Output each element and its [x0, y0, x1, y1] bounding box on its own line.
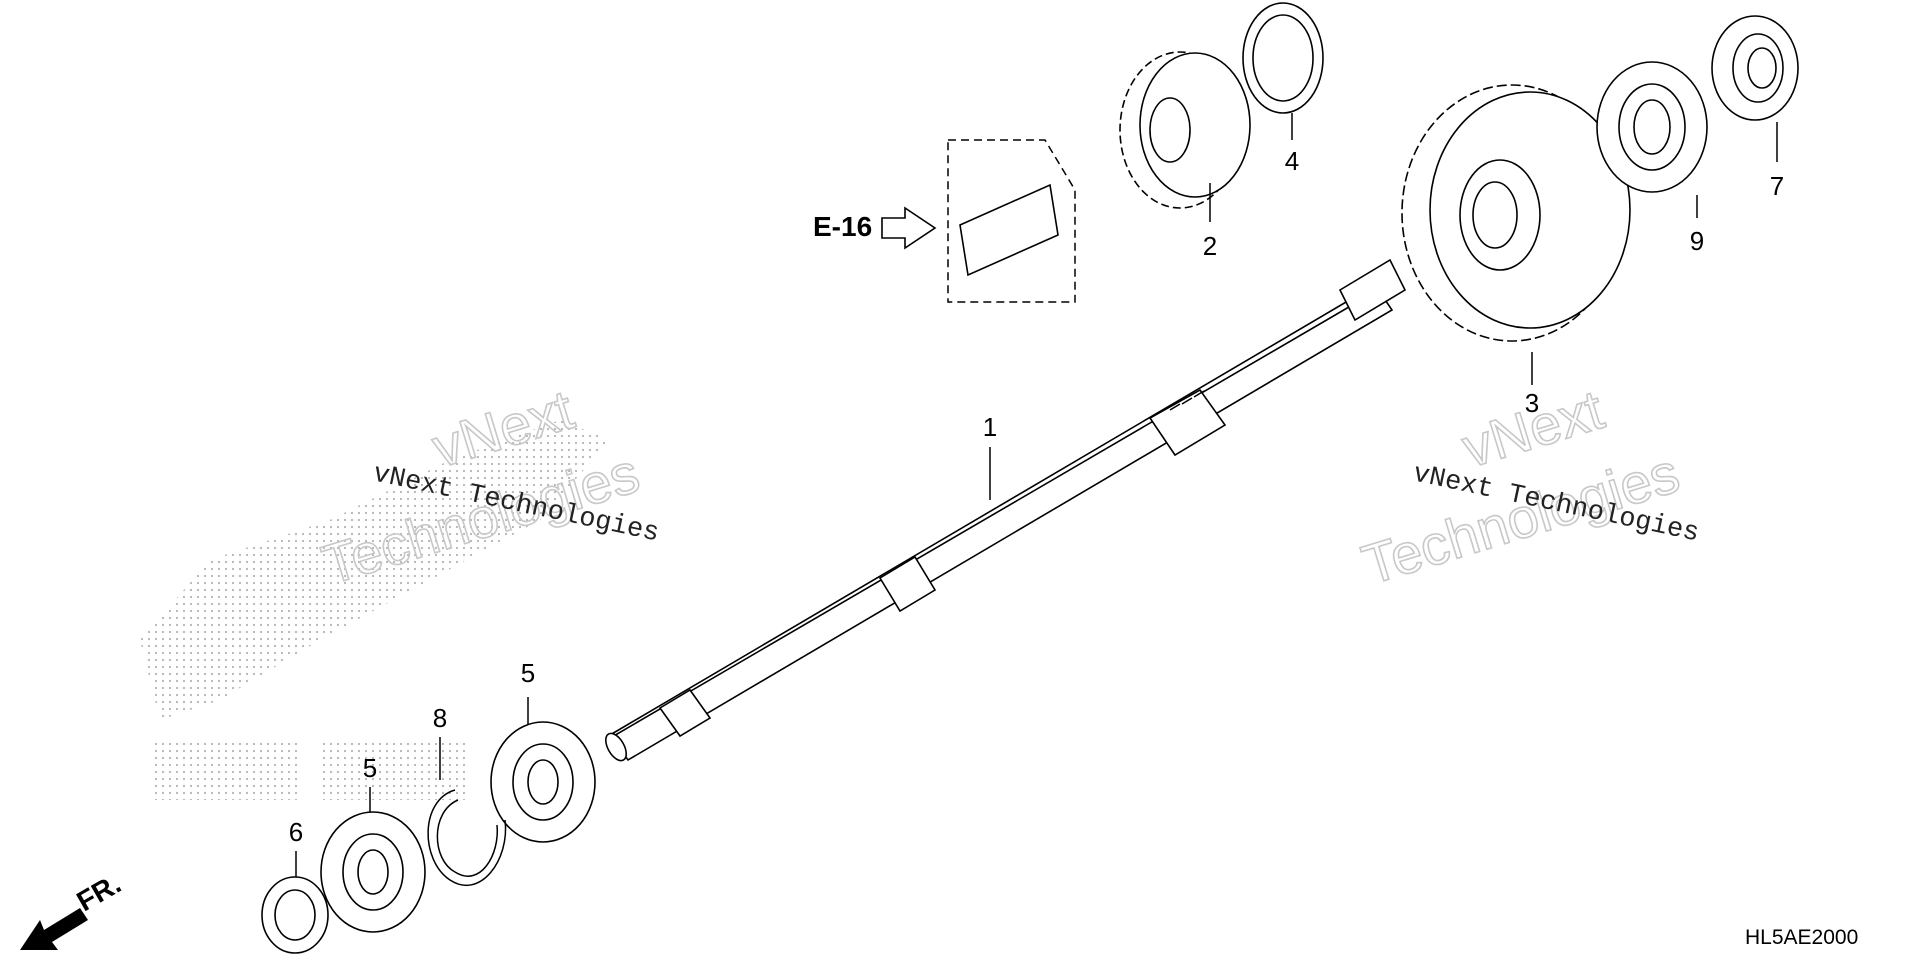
leader-lines — [295, 113, 1778, 877]
callout-8[interactable]: 8 — [433, 703, 447, 733]
reference-arrow-icon — [881, 206, 937, 250]
dotted-logo-watermark — [140, 420, 610, 800]
diagram-code: HL5AE2000 — [1745, 926, 1858, 949]
main-shaft — [604, 258, 1407, 762]
callouts: 1 2 3 4 5 5 6 7 8 9 — [289, 146, 1784, 847]
callout-9[interactable]: 9 — [1690, 226, 1704, 256]
circlip-8 — [427, 789, 507, 887]
washer-4 — [1242, 2, 1324, 114]
callout-2[interactable]: 2 — [1203, 231, 1217, 261]
seal-6 — [261, 876, 329, 954]
bearing-9 — [1596, 61, 1708, 193]
direction-arrow-icon — [20, 908, 88, 950]
bearing-5-lower — [320, 811, 426, 933]
callout-1[interactable]: 1 — [983, 412, 997, 442]
callout-7[interactable]: 7 — [1770, 171, 1784, 201]
reference-inset: E-16 — [813, 139, 1076, 303]
front-direction-indicator: FR. — [20, 868, 126, 950]
watermark-left: vNext Technologies vNext Technologies — [314, 376, 661, 597]
callout-5-lower[interactable]: 5 — [363, 753, 377, 783]
callout-3[interactable]: 3 — [1525, 388, 1539, 418]
gear-3 — [1401, 84, 1631, 342]
callout-4[interactable]: 4 — [1285, 146, 1299, 176]
bearing-5-upper — [490, 721, 596, 843]
seal-7 — [1711, 15, 1799, 121]
gear-2 — [1119, 51, 1251, 209]
reference-label[interactable]: E-16 — [813, 211, 872, 242]
callout-5-upper[interactable]: 5 — [521, 658, 535, 688]
callout-6[interactable]: 6 — [289, 817, 303, 847]
